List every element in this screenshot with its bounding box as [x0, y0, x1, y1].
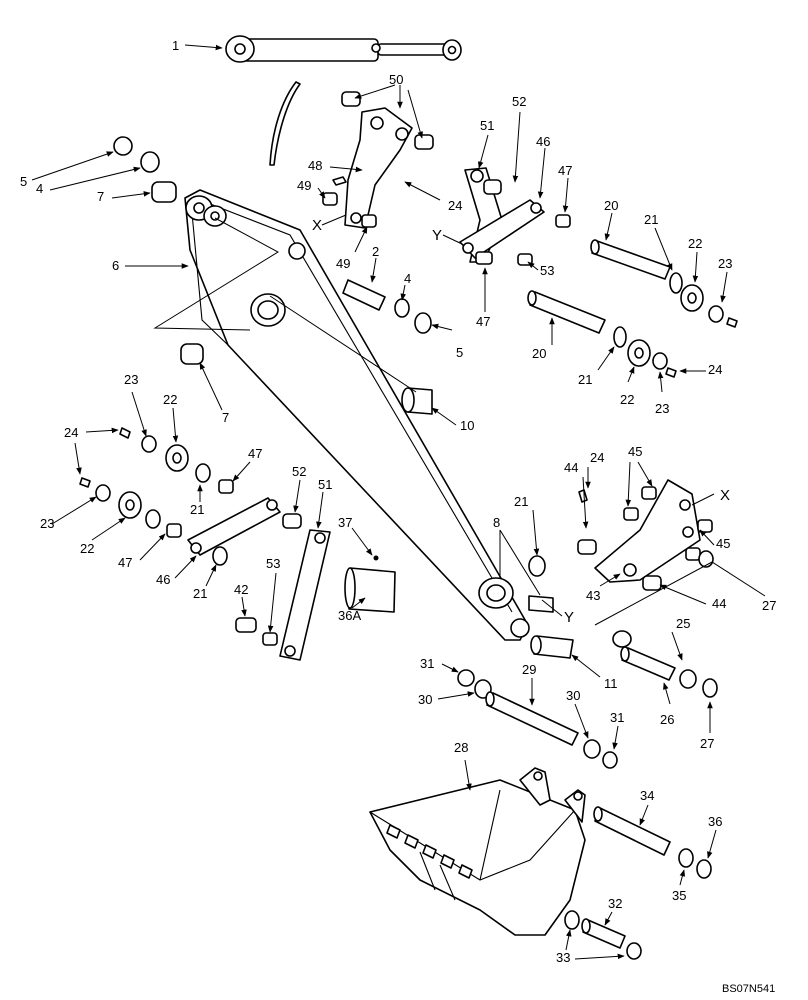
- callout-44: 44: [712, 596, 726, 611]
- callout-5: 5: [456, 345, 463, 360]
- callout-21: 21: [190, 502, 204, 517]
- callout-45: 45: [716, 536, 730, 551]
- callout-52: 52: [292, 464, 306, 479]
- lower-pins: [457, 669, 618, 769]
- callout-31: 31: [610, 710, 624, 725]
- ref-y-upper: Y: [432, 227, 442, 244]
- bucket: [369, 767, 586, 936]
- callout-27: 27: [700, 736, 714, 751]
- callout-53: 53: [540, 263, 554, 278]
- leader-lines: [31, 44, 766, 960]
- callout-24: 24: [448, 198, 462, 213]
- right-middle-parts: [528, 479, 718, 698]
- callout-47: 47: [118, 555, 132, 570]
- callout-5: 5: [20, 174, 27, 189]
- ref-x-upper: X: [312, 217, 322, 234]
- callout-8: 8: [493, 515, 500, 530]
- callout-28: 28: [454, 740, 468, 755]
- callout-23: 23: [655, 401, 669, 416]
- callout-26: 26: [660, 712, 674, 727]
- callout-33: 33: [556, 950, 570, 965]
- callout-51: 51: [480, 118, 494, 133]
- callout-21: 21: [193, 586, 207, 601]
- callout-37: 37: [338, 515, 352, 530]
- callout-23: 23: [40, 516, 54, 531]
- callout-42: 42: [234, 582, 248, 597]
- callout-21: 21: [644, 212, 658, 227]
- ref-x-lower: X: [720, 487, 730, 504]
- upper-right-pins: [527, 239, 738, 378]
- callout-22: 22: [620, 392, 634, 407]
- callout-53: 53: [266, 556, 280, 571]
- callout-23: 23: [718, 256, 732, 271]
- callout-49: 49: [336, 256, 350, 271]
- callout-47: 47: [248, 446, 262, 461]
- callout-2: 2: [372, 244, 379, 259]
- callout-50: 50: [389, 72, 403, 87]
- callout-10: 10: [460, 418, 474, 433]
- callout-22: 22: [80, 541, 94, 556]
- callout-20: 20: [532, 346, 546, 361]
- callout-49: 49: [297, 178, 311, 193]
- callout-6: 6: [112, 258, 119, 273]
- callout-22: 22: [688, 236, 702, 251]
- callout-23: 23: [124, 372, 138, 387]
- callout-24: 24: [64, 425, 78, 440]
- bucket-pins: [564, 806, 712, 960]
- callout-24: 24: [708, 362, 722, 377]
- callout-21: 21: [578, 372, 592, 387]
- callout-34: 34: [640, 788, 654, 803]
- upper-links: [322, 91, 571, 266]
- callout-30: 30: [566, 688, 580, 703]
- callout-4: 4: [36, 181, 43, 196]
- callout-27: 27: [762, 598, 776, 613]
- callout-21: 21: [514, 494, 528, 509]
- callout-22: 22: [163, 392, 177, 407]
- callout-32: 32: [608, 896, 622, 911]
- hydraulic-cylinder: [225, 35, 462, 63]
- callout-48: 48: [308, 158, 322, 173]
- callout-36: 36: [708, 814, 722, 829]
- callout-30: 30: [418, 692, 432, 707]
- callout-47: 47: [558, 163, 572, 178]
- callout-52: 52: [512, 94, 526, 109]
- callout-35: 35: [672, 888, 686, 903]
- callout-46: 46: [156, 572, 170, 587]
- callout-24: 24: [590, 450, 604, 465]
- callout-labels: 1 2 4 4 5 5 6 7 7 8 10 11 20 20 21 21 21…: [20, 38, 776, 965]
- callout-29: 29: [522, 662, 536, 677]
- reference-marks: X X Y Y: [312, 214, 730, 626]
- center-bushings: [113, 136, 433, 415]
- callout-1: 1: [172, 38, 179, 53]
- callout-45: 45: [628, 444, 642, 459]
- callout-43: 43: [586, 588, 600, 603]
- ref-y-lower: Y: [564, 609, 574, 626]
- callout-36a: 36A: [338, 608, 361, 623]
- callout-4: 4: [404, 271, 411, 286]
- callout-47: 47: [476, 314, 490, 329]
- callout-7: 7: [97, 189, 104, 204]
- callout-51: 51: [318, 477, 332, 492]
- callout-31: 31: [420, 656, 434, 671]
- callout-46: 46: [536, 134, 550, 149]
- callout-7: 7: [222, 410, 229, 425]
- callout-20: 20: [604, 198, 618, 213]
- callout-25: 25: [676, 616, 690, 631]
- callout-11: 11: [604, 676, 618, 691]
- sweep-arc: [269, 81, 301, 166]
- callout-44: 44: [564, 460, 578, 475]
- diagram-code: BS07N541: [722, 983, 775, 995]
